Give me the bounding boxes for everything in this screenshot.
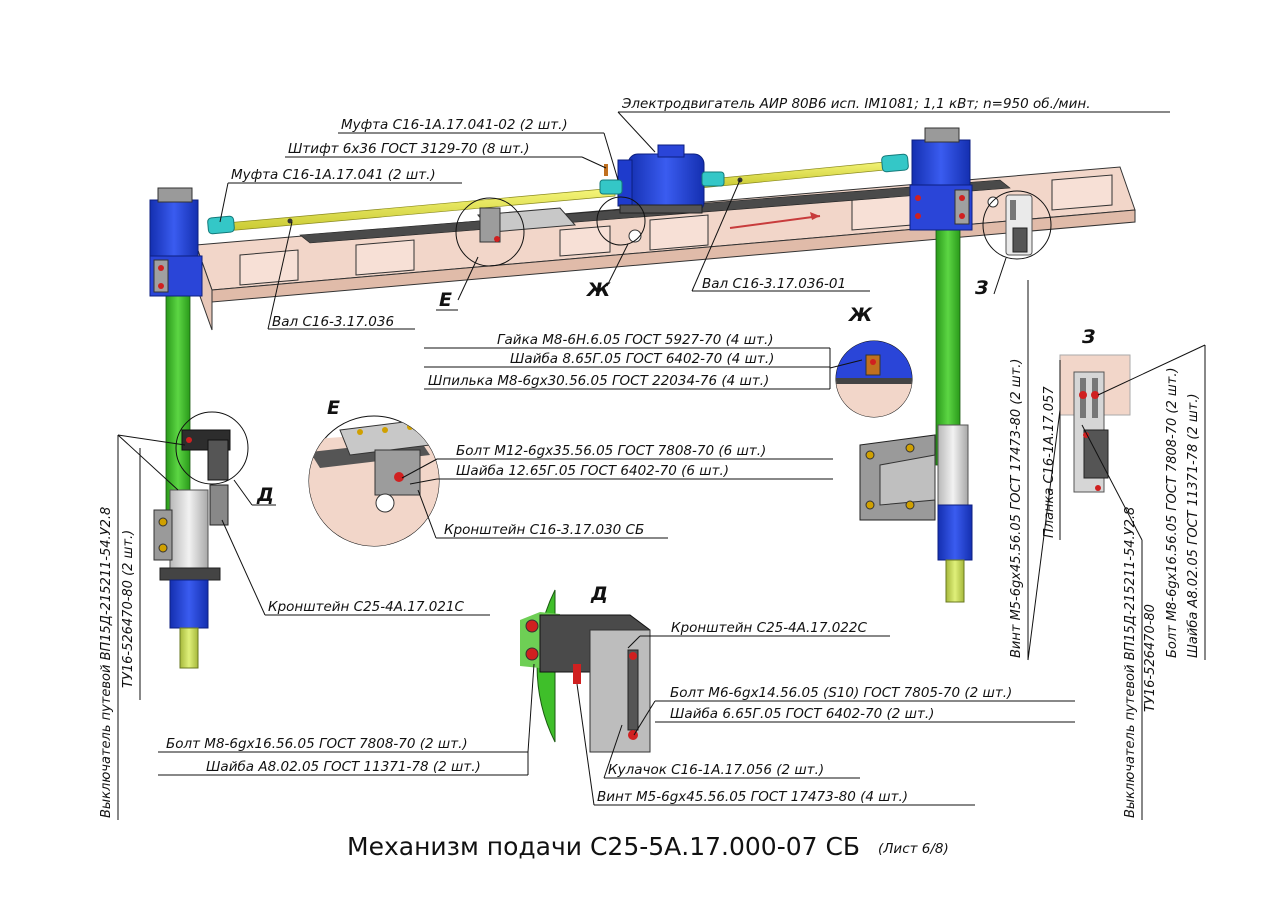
shaft-01-label: Вал С16-3.17.036-01 <box>702 276 846 292</box>
washer-a8-left-label: Шайба А8.02.05 ГОСТ 11371-78 (2 шт.) <box>206 759 481 775</box>
detail-e-view <box>308 415 440 547</box>
stud-label: Шпилька М8-6gх30.56.05 ГОСТ 22034-76 (4 … <box>428 373 769 389</box>
bracket-022-label: Кронштейн С25-4А.17.022С <box>671 620 867 636</box>
motor-label: Электродвигатель АИР 80В6 исп. IM1081; 1… <box>621 96 1091 112</box>
coupling-02-label: Муфта С16-1А.17.041-02 (2 шт.) <box>341 117 568 133</box>
coupling-label: Муфта С16-1А.17.041 (2 шт.) <box>231 167 436 183</box>
washer-665-label: Шайба 6.65Г.05 ГОСТ 6402-70 (2 шт.) <box>670 706 934 722</box>
view-letter-e-detail: Е <box>327 397 340 419</box>
view-letter-z-detail: З <box>1081 326 1096 348</box>
washer-12-label: Шайба 12.65Г.05 ГОСТ 6402-70 (6 шт.) <box>456 463 729 479</box>
switch-right-label-1: Выключатель путевой ВП15Д-215211-54.У2.8 <box>1123 507 1138 818</box>
electric-motor <box>599 144 725 214</box>
switch-right-label-2: ТУ16-526470-80 <box>1143 604 1158 712</box>
left-column <box>149 187 231 669</box>
washer-865-label: Шайба 8.65Г.05 ГОСТ 6402-70 (4 шт.) <box>510 351 774 367</box>
shaft-right <box>699 153 909 189</box>
washer-a8-right-label: Шайба А8.02.05 ГОСТ 11371-78 (2 шт.) <box>1186 393 1201 658</box>
sheet-number: (Лист 6/8) <box>878 841 949 857</box>
view-letter-zh-main: Ж <box>585 279 611 301</box>
detail-zh-view <box>835 340 913 418</box>
right-column <box>859 127 1033 603</box>
bolt-m8-left-label: Болт М8-6gх16.56.05 ГОСТ 7808-70 (2 шт.) <box>166 736 468 752</box>
screw-m5-2-label: Винт М5-6gх45.56.05 ГОСТ 17473-80 (2 шт.… <box>1009 359 1024 658</box>
cam-label: Кулачок С16-1А.17.056 (2 шт.) <box>608 762 824 778</box>
pin-label: Штифт 6х36 ГОСТ 3129-70 (8 шт.) <box>288 141 530 157</box>
leader-lines <box>117 111 1206 820</box>
shaft-left <box>207 187 616 235</box>
bolt-m6-label: Болт М6-6gх14.56.05 (S10) ГОСТ 7805-70 (… <box>670 685 1012 701</box>
bolt-m12-label: Болт М12-6gх35.56.05 ГОСТ 7808-70 (6 шт.… <box>456 443 766 459</box>
callout-circle-d <box>175 411 249 485</box>
view-letter-z-main: З <box>974 277 989 299</box>
shaft-label: Вал С16-3.17.036 <box>272 314 394 330</box>
view-letter-e-main: Е <box>439 289 452 311</box>
bracket-021-label: Кронштейн С25-4А.17.021С <box>268 599 464 615</box>
detail-z-view <box>1059 354 1131 493</box>
drawing-title: Механизм подачи С25-5А.17.000-07 СБ <box>347 832 860 861</box>
detail-d-view <box>520 589 651 753</box>
callout-circle-z <box>982 190 1052 260</box>
callout-circle-e <box>455 197 525 267</box>
view-letter-d-main: Д <box>256 484 274 506</box>
view-letter-d-detail: Д <box>590 583 608 605</box>
bracket-030-label: Кронштейн С16-3.17.030 СБ <box>444 522 644 538</box>
view-letter-zh-detail: Ж <box>847 304 873 326</box>
nut-label: Гайка М8-6Н.6.05 ГОСТ 5927-70 (4 шт.) <box>497 332 774 348</box>
screw-m5-4-label: Винт М5-6gх45.56.05 ГОСТ 17473-80 (4 шт.… <box>597 789 908 805</box>
frame-beam <box>195 166 1136 331</box>
bracket-e <box>477 207 577 243</box>
bolt-m8-right-label: Болт М8-6gх16.56.05 ГОСТ 7808-70 (2 шт.) <box>1165 367 1180 658</box>
plate-label: Планка С16-1А.17.057 <box>1042 386 1057 538</box>
switch-left-label-2: ТУ16-526470-80 (2 шт.) <box>121 530 136 688</box>
switch-left-label-1: Выключатель путевой ВП15Д-215211-54.У2.8 <box>99 507 114 818</box>
callout-circle-zh <box>596 196 646 246</box>
